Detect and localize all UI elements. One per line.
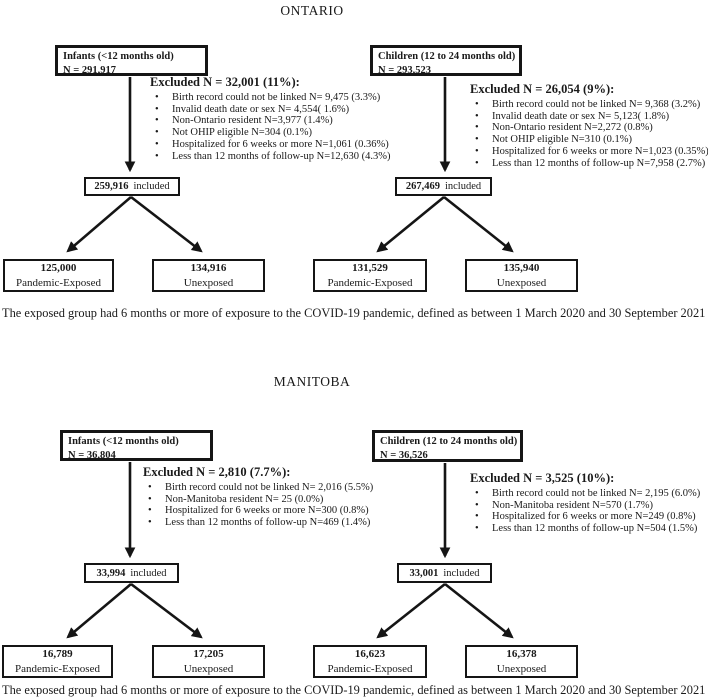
exclusion-item: Less than 12 months of follow-up N=469 (… [143,517,428,529]
manitoba-title: MANITOBA [273,374,351,389]
ontario-children-included-box: 267,469 included [395,177,492,196]
manitoba-children-exposed-box: 16,623 Pandemic-Exposed [313,645,427,678]
outcome-n: 16,378 [506,647,537,660]
exclusion-item: Birth record could not be linked N= 2,19… [470,488,708,500]
manitoba-infants-exclusions: Excluded N = 2,810 (7.7%): Birth record … [143,465,428,529]
ontario-children-exclusions: Excluded N = 26,054 (9%): Birth record c… [470,82,708,170]
outcome-n: 16,623 [354,647,386,660]
manitoba-children-unexposed-box: 16,378 Unexposed [465,645,578,678]
cohort-label: Infants (<12 months old) [63,51,174,62]
included-label: included [444,181,482,192]
exclusion-item: Less than 12 months of follow-up N=12,63… [150,151,435,163]
outcome-n: 135,940 [503,261,540,274]
outcome-n: 134,916 [190,261,227,274]
outcome-label: Unexposed [183,276,234,289]
manitoba-infants-box: Infants (<12 months old) N = 36,804 [60,430,213,461]
outcome-n: 125,000 [40,261,77,274]
ontario-children-box: Children (12 to 24 months old) N = 293,5… [370,45,522,76]
included-label: included [133,181,170,192]
cohort-label: Children (12 to 24 months old) [380,436,518,447]
exclusion-item: Not OHIP eligible N=310 (0.1%) [470,134,708,146]
cohort-n: N = 291,917 [63,64,116,76]
exclusion-item: Hospitalized for 6 weeks or more N=249 (… [470,511,708,523]
outcome-label: Unexposed [496,276,547,289]
manitoba-children-box: Children (12 to 24 months old) N = 36,52… [372,430,523,462]
exclusion-item: Invalid death date or sex N= 5,123( 1.8%… [470,111,708,123]
outcome-label: Pandemic-Exposed [16,276,101,289]
ontario-children-exposed-box: 131,529 Pandemic-Exposed [313,259,427,292]
excluded-header: Excluded N = 32,001 (11%): [150,75,300,89]
excluded-header: Excluded N = 3,525 (10%): [470,471,615,485]
exclusion-item: Non-Ontario resident N=2,272 (0.8%) [470,122,708,134]
outcome-label: Unexposed [183,662,234,675]
exclusion-item: Less than 12 months of follow-up N=7,958… [470,158,708,170]
outcome-n: 16,789 [42,647,73,660]
arrow-manitoba-infants-exposed [66,583,132,639]
ontario-infants-included-box: 259,916 included [84,177,180,196]
exclusion-item: Birth record could not be linked N= 9,47… [150,92,435,104]
ontario-infants-box: Infants (<12 months old) N = 291,917 [55,45,208,76]
arrow-manitoba-infants-unexposed [130,582,203,639]
exclusion-item: Less than 12 months of follow-up N=504 (… [470,523,708,535]
manitoba-infants-included-box: 33,994 included [84,563,179,583]
cohort-label: Infants (<12 months old) [68,436,179,447]
ontario-infants-unexposed-box: 134,916 Unexposed [152,259,265,292]
manitoba-footnote: The exposed group had 6 months or more o… [2,683,706,697]
included-n: 259,916 [94,181,129,192]
arrow-manitoba-children-unexposed [444,582,514,639]
manitoba-children-included-box: 33,001 included [397,563,492,583]
exclusion-item: Hospitalized for 6 weeks or more N=1,061… [150,139,435,151]
included-label: included [443,567,480,579]
outcome-n: 131,529 [352,261,388,274]
outcome-label: Pandemic-Exposed [327,662,413,675]
exclusion-item: Hospitalized for 6 weeks or more N=300 (… [143,505,428,517]
excluded-header: Excluded N = 26,054 (9%): [470,82,615,96]
included-label: included [130,567,167,579]
excluded-header: Excluded N = 2,810 (7.7%): [143,465,291,479]
exclusion-item: Invalid death date or sex N= 4,554( 1.6%… [150,104,435,116]
included-n: 33,994 [96,567,126,579]
arrow-ontario-children-unexposed [443,195,514,253]
manitoba-infants-exposed-box: 16,789 Pandemic-Exposed [2,645,113,678]
outcome-label: Unexposed [496,662,547,675]
outcome-n: 17,205 [193,647,224,660]
exclusion-item: Non-Manitoba resident N= 25 (0.0%) [143,494,428,506]
ontario-children-unexposed-box: 135,940 Unexposed [465,259,578,292]
exclusion-item: Hospitalized for 6 weeks or more N=1,023… [470,146,708,158]
outcome-label: Pandemic-Exposed [15,662,100,675]
cohort-label: Children (12 to 24 months old) [378,51,516,62]
included-n: 267,469 [405,181,440,192]
exclusion-item: Birth record could not be linked N= 9,36… [470,99,708,111]
ontario-title: ONTARIO [280,3,344,18]
exclusion-item: Not OHIP eligible N=304 (0.1%) [150,127,435,139]
ontario-infants-exposed-box: 125,000 Pandemic-Exposed [3,259,114,292]
manitoba-infants-unexposed-box: 17,205 Unexposed [152,645,265,678]
cohort-n: N = 36,526 [380,449,428,461]
arrow-ontario-children-exposed [376,195,445,253]
manitoba-children-exclusions: Excluded N = 3,525 (10%): Birth record c… [470,471,708,535]
included-n: 33,001 [409,567,439,579]
outcome-label: Pandemic-Exposed [327,276,413,289]
exclusion-item: Birth record could not be linked N= 2,01… [143,482,428,494]
ontario-infants-exclusions: Excluded N = 32,001 (11%): Birth record … [150,75,435,163]
arrow-ontario-infants-exposed [66,196,132,253]
cohort-n: N = 36,804 [68,449,116,461]
exclusion-item: Non-Manitoba resident N=570 (1.7%) [470,500,708,512]
cohort-n: N = 293,523 [378,64,431,76]
exclusion-item: Non-Ontario resident N=3,977 (1.4%) [150,115,435,127]
arrow-ontario-infants-unexposed [130,195,203,253]
arrow-manitoba-children-exposed [376,582,446,639]
ontario-footnote: The exposed group had 6 months or more o… [2,306,706,320]
